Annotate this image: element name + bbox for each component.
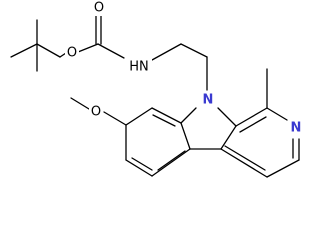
atom-n2-label: N — [291, 121, 302, 136]
molecule-structure: O O HN N N O — [10, 0, 304, 178]
ethyl-linker — [151, 43, 208, 91]
atom-o-methoxy: O — [89, 104, 103, 120]
tert-butyl-group — [10, 19, 61, 72]
atom-o-ether-label: O — [67, 46, 77, 61]
carbamate-group — [59, 13, 125, 59]
atom-nh-label: HN — [129, 60, 149, 75]
methoxy-group — [70, 97, 127, 126]
atom-nh: HN — [126, 58, 152, 76]
pyridine-ring — [220, 107, 300, 178]
atom-n9-label: N — [203, 93, 214, 108]
atom-o-ether: O — [65, 45, 79, 61]
atom-o-carbonyl-label: O — [94, 1, 104, 16]
atom-o-methoxy-label: O — [91, 105, 101, 120]
atom-n2: N — [288, 119, 304, 137]
atom-o-carbonyl: O — [92, 0, 106, 16]
pyrrole-ring — [180, 107, 237, 150]
atom-n9: N — [200, 91, 216, 109]
benzene-ring — [125, 107, 191, 177]
